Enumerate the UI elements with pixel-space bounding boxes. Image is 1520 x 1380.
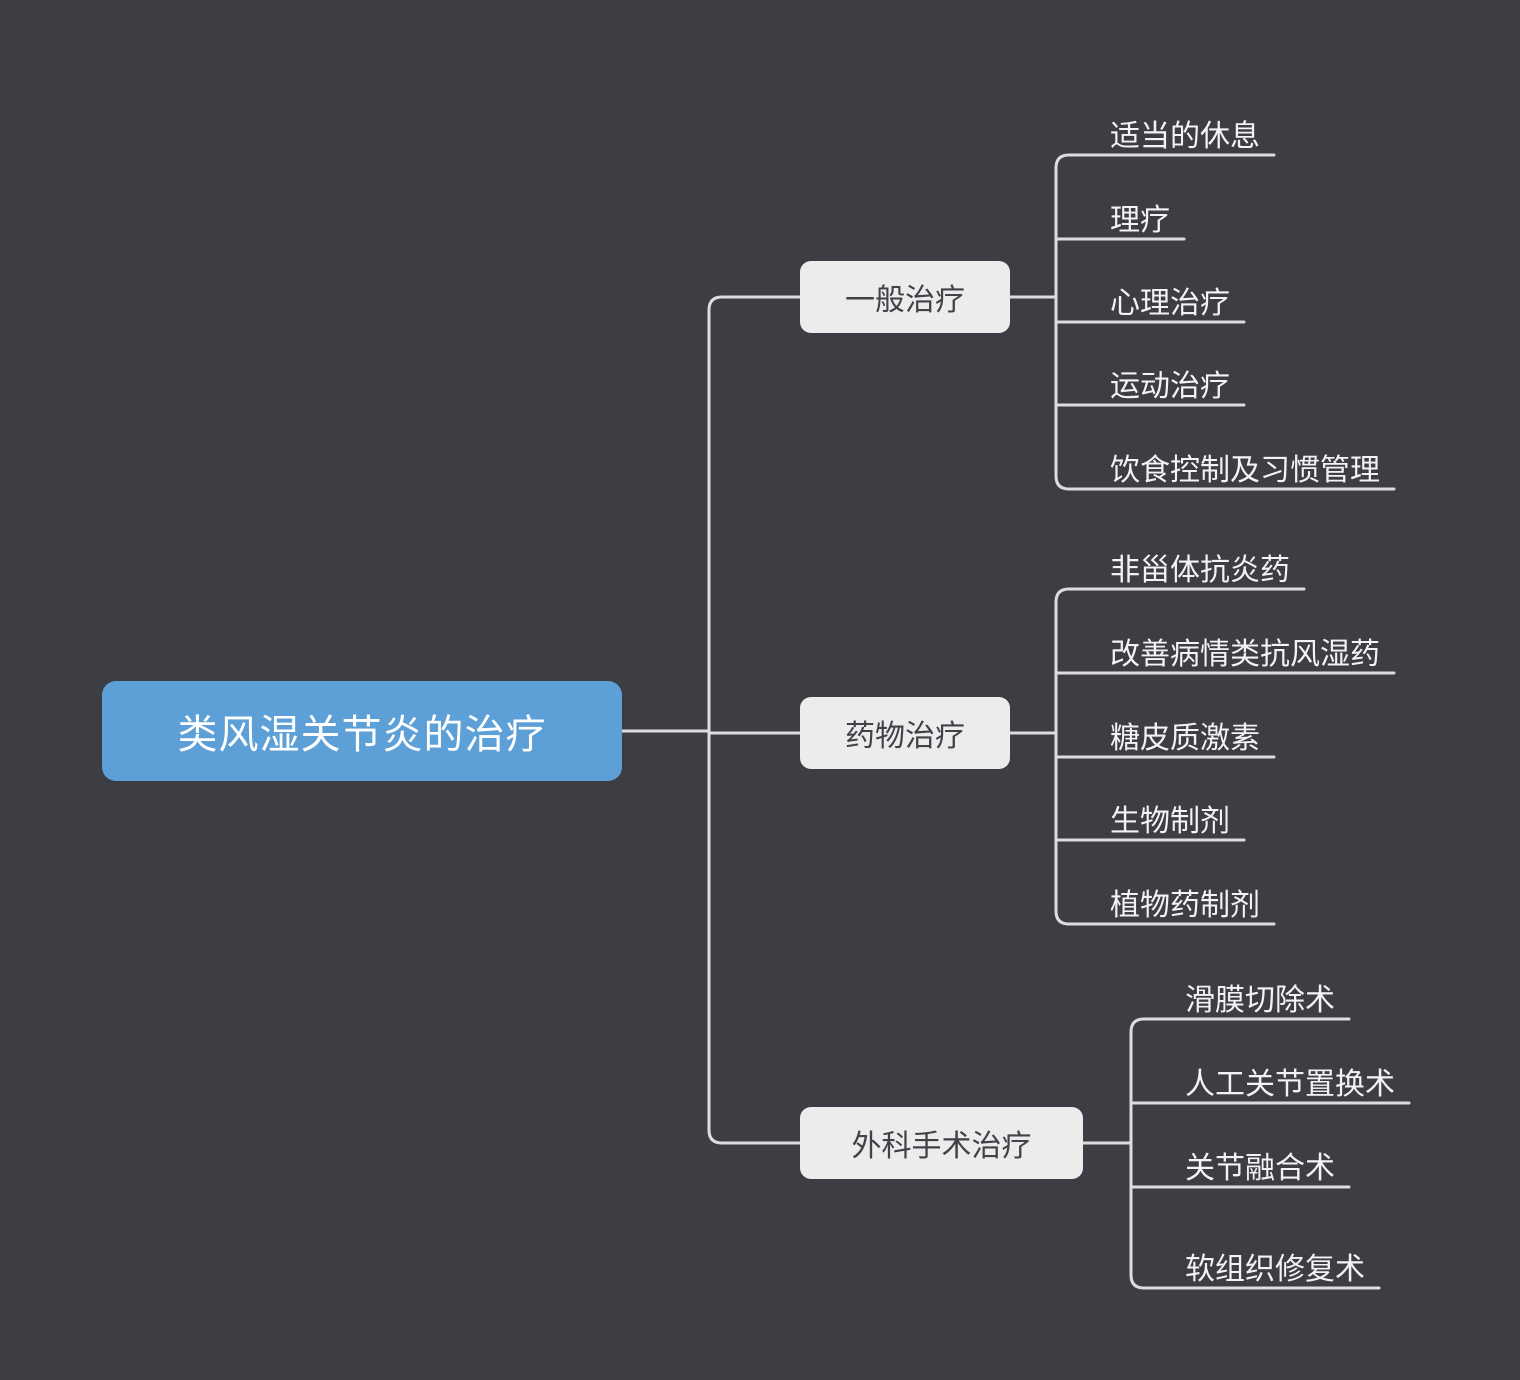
leaf-node[interactable]: 理疗 — [1110, 204, 1170, 237]
leaf-node[interactable]: 生物制剂 — [1110, 805, 1230, 838]
branch-node-label: 外科手术治疗 — [851, 1130, 1032, 1163]
branch-node-label: 一般治疗 — [845, 284, 965, 317]
leaf-node[interactable]: 改善病情类抗风湿药 — [1110, 638, 1380, 671]
branch-node-drug-treatment[interactable]: 药物治疗 — [800, 697, 1010, 769]
branch-node-label: 药物治疗 — [845, 720, 965, 753]
leaf-node[interactable]: 运动治疗 — [1110, 370, 1230, 403]
leaf-node[interactable]: 人工关节置换术 — [1185, 1068, 1395, 1101]
root-node-label: 类风湿关节炎的治疗 — [177, 713, 547, 757]
leaf-node[interactable]: 植物药制剂 — [1110, 889, 1260, 922]
leaf-node[interactable]: 饮食控制及习惯管理 — [1110, 454, 1380, 487]
root-node[interactable]: 类风湿关节炎的治疗 — [102, 681, 622, 781]
leaf-node[interactable]: 适当的休息 — [1110, 120, 1260, 153]
branch-node-surgical-treatment[interactable]: 外科手术治疗 — [800, 1107, 1083, 1179]
leaf-node[interactable]: 糖皮质激素 — [1110, 722, 1260, 755]
leaf-node[interactable]: 关节融合术 — [1185, 1152, 1335, 1185]
branch-node-general-treatment[interactable]: 一般治疗 — [800, 261, 1010, 333]
leaf-node[interactable]: 软组织修复术 — [1185, 1253, 1365, 1286]
leaf-node[interactable]: 滑膜切除术 — [1185, 984, 1335, 1017]
leaf-node[interactable]: 非甾体抗炎药 — [1110, 554, 1290, 587]
leaf-node[interactable]: 心理治疗 — [1110, 287, 1230, 320]
